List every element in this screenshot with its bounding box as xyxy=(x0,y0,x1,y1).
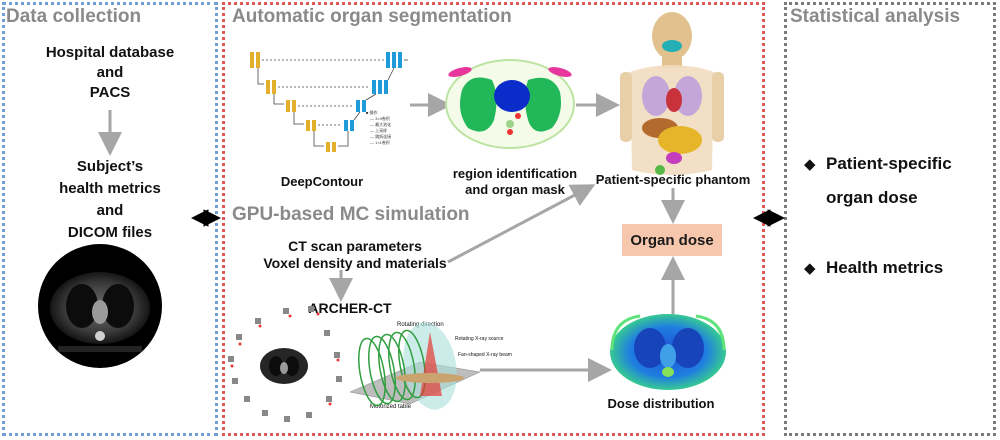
fan-beam-label: Fan-shaped X-ray beam xyxy=(458,352,512,358)
dose-distribution-image xyxy=(610,314,726,390)
bullet-patient-specific: ◆Patient-specific xyxy=(804,146,952,183)
hospital-database-label: Hospital database xyxy=(45,44,175,61)
ct-scanner-illustration xyxy=(349,322,481,410)
deepcontour-network: ■ 操作 — 3×3卷积 — 最大池化 — 上采样 — 跳跃连接 — 1×1卷积 xyxy=(250,52,408,152)
svg-text:— 3×3卷积: — 3×3卷积 xyxy=(370,115,390,121)
bullet-organ-dose: organ dose xyxy=(826,188,918,207)
source-dots xyxy=(230,312,340,406)
svg-text:— 跳跃连接: — 跳跃连接 xyxy=(370,133,391,139)
statistical-analysis-panel xyxy=(784,2,996,436)
statistical-analysis-title: Statistical analysis xyxy=(790,6,961,27)
pacs-label: PACS xyxy=(89,84,131,101)
svg-text:■ 操作: ■ 操作 xyxy=(366,109,378,115)
ct-slice-image xyxy=(38,244,162,368)
segmentation-title: Automatic organ segmentation xyxy=(232,6,512,27)
small-ct-slice xyxy=(260,348,308,384)
hospital-and-label: and xyxy=(96,64,124,81)
arrow-params-to-phantom xyxy=(447,184,596,264)
diamond-bullet-icon: ◆ xyxy=(804,260,816,277)
motorized-table-label: Motorized table xyxy=(370,404,412,410)
region-identification-label: region identification xyxy=(452,166,578,181)
svg-text:— 1×1卷积: — 1×1卷积 xyxy=(370,139,390,145)
archer-ct-label: ARCHER-CT xyxy=(308,300,392,316)
rotating-source-label: Rotating X-ray source xyxy=(455,336,504,342)
health-metrics-label: health metrics xyxy=(59,180,161,197)
voxel-density-label: Voxel density and materials xyxy=(263,255,447,271)
source-positions-ring xyxy=(228,306,342,422)
diamond-bullet-icon: ◆ xyxy=(804,156,816,173)
svg-text:— 上采样: — 上采样 xyxy=(370,127,387,133)
mc-simulation-title: GPU-based MC simulation xyxy=(232,204,470,225)
ct-scan-parameters-label: CT scan parameters xyxy=(288,238,422,254)
organ-mask-image xyxy=(445,59,575,149)
organ-dose-box: Organ dose xyxy=(622,224,722,256)
patient-phantom-image xyxy=(620,12,724,175)
svg-text:— 最大池化: — 最大池化 xyxy=(370,121,391,127)
organ-mask-label: and organ mask xyxy=(465,182,565,197)
subject-and-label: and xyxy=(96,202,124,219)
dicom-files-label: DICOM files xyxy=(67,224,153,241)
bullet-health-metrics: ◆Health metrics xyxy=(804,250,943,287)
patient-phantom-label: Patient-specific phantom xyxy=(595,172,751,187)
subject-label: Subject’s xyxy=(76,158,144,175)
deepcontour-label: DeepContour xyxy=(280,174,364,189)
dose-distribution-label: Dose distribution xyxy=(607,396,715,411)
data-collection-title: Data collection xyxy=(6,6,142,27)
